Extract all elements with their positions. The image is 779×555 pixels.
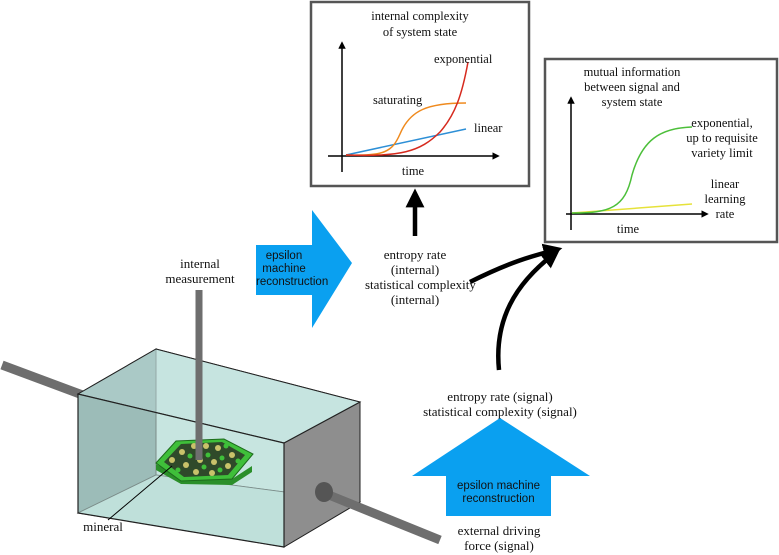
label-external-force: external driving force (signal): [438, 523, 560, 553]
plot1-label-exponential: exponential: [434, 52, 493, 66]
arrow-signal-to-plot2: [496, 249, 560, 371]
plot1-saturating-curve: [345, 102, 467, 156]
plot2-title-line3: system state: [602, 95, 663, 109]
label-external-force-line1: external driving: [457, 523, 541, 538]
epsilon-arrow-left: [256, 210, 352, 328]
label-mineral: mineral: [83, 519, 123, 534]
label-epsilon-bottom-line2: reconstruction: [462, 493, 535, 505]
plot1-title-line1: internal complexity: [371, 9, 469, 23]
measurement-chamber: [0, 290, 442, 548]
label-entropy-signal-line2: statistical complexity (signal): [423, 404, 577, 419]
plot2-label-lin-line3: rate: [716, 207, 735, 221]
label-epsilon-left-line2: machine: [262, 263, 306, 275]
plot1-label-saturating: saturating: [373, 93, 423, 107]
label-entropy-signal: entropy rate (signal) statistical comple…: [415, 389, 585, 419]
label-epsilon-left-line3: reconstruction: [256, 276, 329, 288]
rod-right: [322, 488, 442, 545]
plot1-exponential-curve: [345, 61, 469, 157]
plot2-xlabel: time: [617, 222, 640, 236]
epsilon-arrow-bottom: [412, 418, 590, 516]
plot2-label-exp-line2: up to requisite: [686, 131, 758, 145]
plot-internal-complexity: [309, 0, 531, 188]
label-entropy-internal-line1: entropy rate: [383, 247, 447, 262]
label-entropy-signal-line1: entropy rate (signal): [447, 389, 553, 404]
plot2-label-lin-line2: learning: [705, 192, 747, 206]
plot2-label-exp-line3: variety limit: [691, 146, 753, 160]
label-epsilon-left-line1: epsilon: [265, 250, 303, 262]
mineral-pointer: [107, 465, 173, 521]
label-internal-measurement-line2: measurement: [165, 271, 235, 286]
label-internal-measurement: internal measurement: [150, 256, 250, 286]
plot2-label-lin-line1: linear: [711, 177, 740, 191]
label-epsilon-left: epsilon machine reconstruction: [256, 250, 329, 289]
plot2-label-exp-line1: exponential,: [691, 116, 752, 130]
mineral-grains: [169, 443, 241, 476]
label-internal-measurement-line1: internal: [180, 256, 220, 271]
label-entropy-internal: entropy rate (internal) statistical comp…: [365, 247, 476, 307]
label-epsilon-bottom-line1: epsilon machine: [456, 480, 541, 492]
plot2-title-line2: between signal and: [584, 80, 681, 94]
plot2-exponential-curve: [571, 126, 693, 214]
label-external-force-line2: force (signal): [464, 538, 534, 553]
plot2-title-line1: mutual information: [584, 65, 682, 79]
plot1-xlabel: time: [402, 164, 425, 178]
plot1-label-linear: linear: [474, 121, 503, 135]
plot1-title-line2: of system state: [383, 25, 458, 39]
label-entropy-internal-line4: (internal): [390, 292, 440, 307]
rod-connector: [315, 482, 333, 502]
plot1-linear-curve: [345, 128, 467, 156]
label-entropy-internal-line2: (internal): [390, 262, 440, 277]
label-entropy-internal-line3: statistical complexity: [365, 277, 476, 292]
label-epsilon-bottom: epsilon machine reconstruction: [446, 480, 551, 506]
plot-mutual-information: [543, 57, 779, 244]
